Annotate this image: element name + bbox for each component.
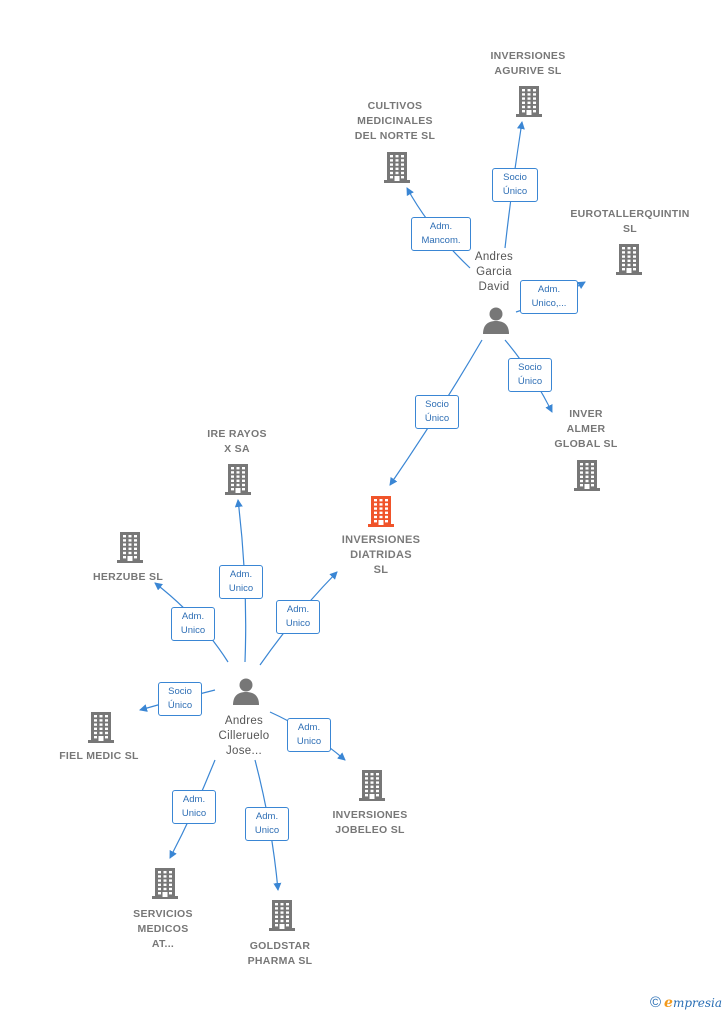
- node-cultivos-medicinales[interactable]: CULTIVOS MEDICINALES DEL NORTE SL: [335, 99, 455, 144]
- node-inversiones-agurive[interactable]: INVERSIONES AGURIVE SL: [468, 49, 588, 79]
- label-line: CULTIVOS: [367, 100, 423, 112]
- building-icon: [514, 84, 544, 118]
- node-herzube[interactable]: HERZUBE SL: [78, 570, 178, 585]
- label-line: Adm.: [182, 794, 206, 805]
- label-line: SL: [373, 564, 389, 576]
- node-ire-rayos[interactable]: IRE RAYOS X SA: [187, 427, 287, 457]
- label-line: Unico: [285, 618, 311, 629]
- node-fiel-medic[interactable]: FIEL MEDIC SL: [44, 749, 154, 764]
- label-line: SERVICIOS: [133, 908, 193, 920]
- label-line: Unico: [254, 825, 280, 836]
- label-line: Unico: [181, 808, 207, 819]
- person-icon: [481, 305, 511, 335]
- label-line: Adm.: [429, 221, 453, 232]
- label-line: AT...: [151, 938, 175, 950]
- building-icon: [150, 866, 180, 900]
- building-icon: [357, 768, 387, 802]
- copyright-icon: ©: [649, 994, 662, 1011]
- label-line: MEDICINALES: [357, 115, 433, 127]
- building-icon: [223, 462, 253, 496]
- edge-label-cilleruelo-servicios[interactable]: Adm. Unico: [172, 790, 216, 824]
- label-line: Adm.: [229, 569, 253, 580]
- label-line: MEDICOS: [137, 923, 189, 935]
- label-line: FIEL MEDIC SL: [59, 750, 139, 762]
- label-line: Unico: [296, 736, 322, 747]
- node-servicios-medicos[interactable]: SERVICIOS MEDICOS AT...: [113, 907, 213, 952]
- label-line: Mancom.: [421, 235, 461, 246]
- label-line: GLOBAL SL: [554, 438, 618, 450]
- building-icon: [86, 710, 116, 744]
- label-line: Adm.: [181, 611, 205, 622]
- label-line: Cilleruelo: [218, 730, 270, 742]
- edge-label-cilleruelo-jobeleo[interactable]: Adm. Unico: [287, 718, 331, 752]
- label-line: Adm.: [297, 722, 321, 733]
- label-line: INVERSIONES: [332, 809, 408, 821]
- label-line: X SA: [224, 443, 250, 455]
- building-icon: [267, 898, 297, 932]
- label-line: Adm.: [255, 811, 279, 822]
- edge-label-cilleruelo-ire[interactable]: Adm. Unico: [219, 565, 263, 599]
- label-line: ALMER: [566, 423, 606, 435]
- label-line: Andres: [224, 715, 264, 727]
- label-line: DEL NORTE SL: [354, 130, 436, 142]
- label-line: Adm.: [286, 604, 310, 615]
- label-line: Andres: [474, 251, 514, 263]
- label-line: JOBELEO SL: [335, 824, 405, 836]
- label-line: Unico,...: [531, 298, 567, 309]
- label-line: IRE RAYOS: [207, 428, 267, 440]
- node-inversiones-jobeleo[interactable]: INVERSIONES JOBELEO SL: [310, 808, 430, 838]
- label-line: Unico: [228, 583, 254, 594]
- brand-logo-e: e: [664, 995, 673, 1011]
- label-line: EUROTALLERQUINTIN: [570, 208, 690, 220]
- brand-logo-text: mpresia: [672, 996, 722, 1010]
- label-line: Socio: [503, 172, 527, 183]
- building-icon: [614, 242, 644, 276]
- node-inversiones-diatridas[interactable]: INVERSIONES DIATRIDAS SL: [321, 533, 441, 578]
- edge-label-cilleruelo-diatridas[interactable]: Adm. Unico: [276, 600, 320, 634]
- building-icon-focus: [366, 494, 396, 528]
- label-line: DIATRIDAS: [350, 549, 412, 561]
- person-icon: [231, 676, 261, 706]
- node-inver-almer[interactable]: INVER ALMER GLOBAL SL: [536, 407, 636, 452]
- label-line: HERZUBE SL: [92, 571, 164, 583]
- label-line: Único: [424, 413, 450, 424]
- edge-label-cilleruelo-goldstar[interactable]: Adm. Unico: [245, 807, 289, 841]
- label-line: Adm.: [537, 284, 561, 295]
- label-line: Jose...: [226, 745, 262, 757]
- node-eurotallerquintin[interactable]: EUROTALLERQUINTIN SL: [560, 207, 700, 237]
- node-goldstar-pharma[interactable]: GOLDSTAR PHARMA SL: [230, 939, 330, 969]
- label-line: Único: [517, 376, 543, 387]
- label-line: INVERSIONES: [341, 534, 421, 546]
- label-line: Único: [502, 186, 528, 197]
- edge-label-cilleruelo-herzube[interactable]: Adm. Unico: [171, 607, 215, 641]
- label-line: AGURIVE SL: [494, 65, 562, 77]
- label-line: Garcia: [476, 266, 512, 278]
- brand-logo[interactable]: ©empresia: [650, 994, 722, 1011]
- label-line: Unico: [180, 625, 206, 636]
- label-line: David: [478, 281, 510, 293]
- label-line: INVER: [569, 408, 603, 420]
- label-line: Único: [167, 700, 193, 711]
- label-line: SL: [622, 223, 638, 235]
- edge-label-garcia-cultivos[interactable]: Adm. Mancom.: [411, 217, 471, 251]
- label-line: PHARMA SL: [247, 955, 313, 967]
- label-line: Socio: [518, 362, 542, 373]
- building-icon: [382, 150, 412, 184]
- label-line: Socio: [168, 686, 192, 697]
- building-icon: [572, 458, 602, 492]
- label-line: INVERSIONES: [490, 50, 566, 62]
- label-line: Socio: [425, 399, 449, 410]
- edge-label-garcia-eurotaller[interactable]: Adm. Unico,...: [520, 280, 578, 314]
- building-icon: [115, 530, 145, 564]
- label-line: GOLDSTAR: [249, 940, 311, 952]
